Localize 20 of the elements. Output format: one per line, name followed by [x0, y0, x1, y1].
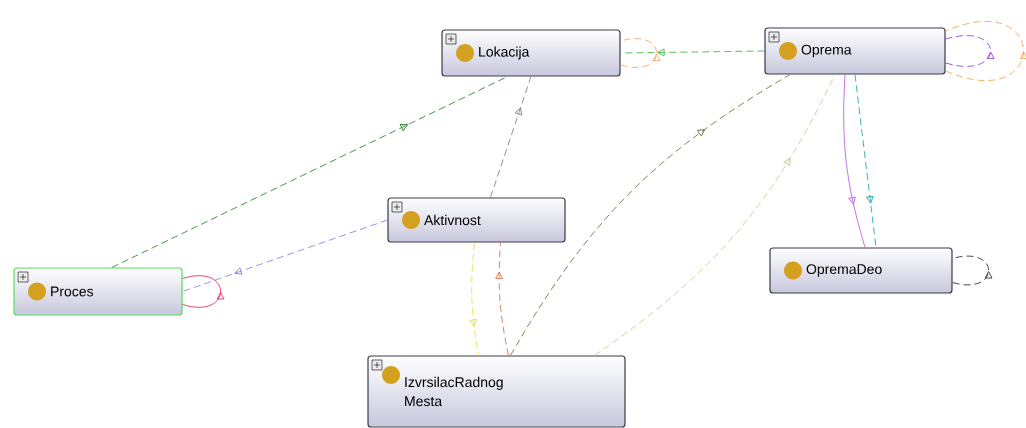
arrow	[952, 255, 993, 286]
arrow	[182, 219, 388, 292]
class-box: Proces	[13, 267, 183, 316]
arrow	[510, 74, 791, 356]
arrow	[490, 76, 532, 198]
arrow	[854, 74, 877, 248]
arrow	[469, 242, 479, 356]
arrow	[182, 275, 225, 308]
class-box: Aktivnost	[387, 197, 566, 243]
arrow	[495, 242, 509, 356]
arrow	[620, 48, 765, 57]
class-box: Oprema	[764, 27, 946, 75]
arrow	[945, 35, 995, 67]
class-box: Lokacija	[441, 29, 621, 77]
class-box: OpremaDeo	[769, 247, 953, 294]
arrow	[620, 38, 661, 68]
class-box: IzvrsilacRadnog Mesta	[367, 355, 626, 428]
arrow	[594, 74, 836, 356]
arrow	[945, 21, 1026, 81]
arrow	[843, 74, 866, 248]
